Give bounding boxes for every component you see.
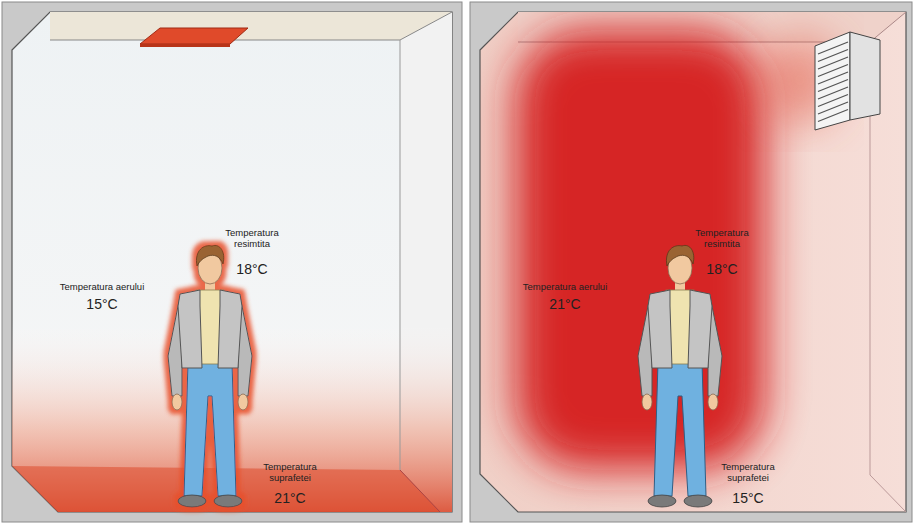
room-edge (400, 470, 440, 512)
ceiling (50, 12, 452, 40)
temperature-label: Temperatura aerului (60, 282, 145, 293)
louver-slat (818, 65, 848, 77)
room-left (0, 12, 460, 520)
louver-slat (818, 95, 848, 107)
fan-heater (815, 32, 880, 130)
temperature-value: 15°C (732, 490, 763, 506)
louver-slat (818, 110, 848, 122)
room-interior (480, 12, 906, 512)
radiant-panel (140, 28, 248, 44)
louver-slat (818, 72, 848, 84)
radiant-panel-edge (140, 44, 230, 47)
concrete-frame (470, 2, 912, 522)
room-edge (870, 475, 906, 512)
louver-slat (818, 87, 848, 99)
louver-slat (818, 80, 848, 92)
room-edge (400, 40, 401, 470)
louver-slat (818, 42, 848, 54)
heater-front (815, 32, 850, 130)
temperature-label: Temperatura resimtita (691, 228, 753, 250)
warm-air-cloud (515, 30, 765, 470)
heater-side (850, 32, 880, 120)
temperature-value: 21°C (549, 296, 580, 312)
person-figure (638, 245, 722, 507)
louver-slat (818, 57, 848, 69)
louver-slat (818, 50, 848, 62)
temperature-label: Temperatura suprafetei (717, 462, 779, 484)
louver-slat (818, 102, 848, 114)
temperature-value: 15°C (86, 296, 117, 312)
room-edge (400, 12, 452, 40)
heater-louvers (818, 42, 848, 122)
room-right (515, 12, 906, 512)
temperature-value: 18°C (706, 261, 737, 277)
temperature-label: Temperatura aerului (523, 282, 608, 293)
person-figure (168, 245, 252, 507)
room-edge (870, 12, 906, 42)
temperature-label: Temperatura suprafetei (259, 462, 321, 484)
temperature-value: 21°C (274, 490, 305, 506)
temperature-value: 18°C (236, 261, 267, 277)
temperature-label: Temperatura resimtita (221, 228, 283, 250)
